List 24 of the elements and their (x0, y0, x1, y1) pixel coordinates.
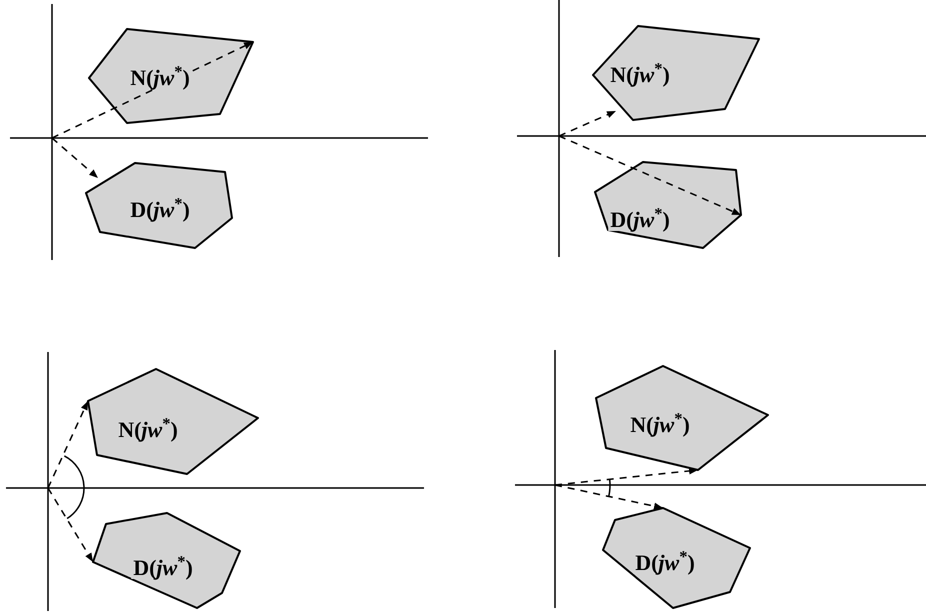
function-label: D(jw$^{*}$) (608, 209, 672, 231)
dashed-arrow (558, 110, 616, 137)
function-label: N(jw$^{*}$) (628, 414, 692, 436)
dashed-arrow (558, 135, 742, 216)
dashed-arrow (52, 137, 98, 179)
polygon-region (593, 26, 759, 120)
polygon-region (603, 508, 750, 608)
function-label: N(jw$^{*}$) (608, 64, 672, 86)
function-label: D(jw$^{*}$) (128, 199, 192, 221)
dashed-arrow (554, 484, 664, 510)
polygon-region (596, 366, 768, 470)
dashed-arrow (52, 41, 254, 139)
function-label: D(jw$^{*}$) (131, 557, 195, 579)
function-label: D(jw$^{*}$) (633, 552, 697, 574)
dashed-arrow (47, 488, 94, 562)
dashed-arrow (47, 400, 89, 488)
polygon-region (595, 162, 741, 248)
polygon-region (89, 29, 253, 123)
function-label: N(jw$^{*}$) (128, 67, 192, 89)
dashed-arrow (554, 467, 698, 486)
function-label: N(jw$^{*}$) (116, 419, 180, 441)
polygon-region (93, 513, 240, 608)
polygon-region (88, 369, 258, 474)
polygon-region (86, 163, 232, 248)
